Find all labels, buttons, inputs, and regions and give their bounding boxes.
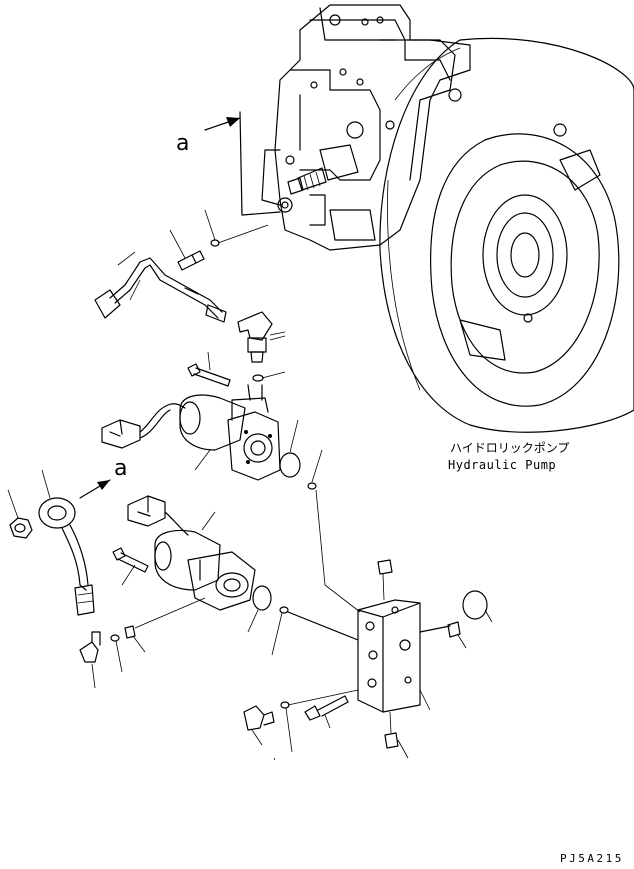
o-ring-top xyxy=(204,209,269,247)
drawing-code: PJ5A215 xyxy=(560,852,624,865)
bolt-upper xyxy=(187,351,231,387)
bolt-right xyxy=(419,621,467,649)
reference-a-top: a xyxy=(176,111,281,216)
plug-bottom xyxy=(384,711,409,759)
elbow-fitting xyxy=(237,311,286,363)
pump-label-japanese: ハイドロリックポンプ xyxy=(450,441,569,455)
o-ring-left-pair xyxy=(247,585,359,656)
leader-lines xyxy=(269,331,361,761)
plug-lower-left xyxy=(124,597,206,653)
ref-label-a-mid: a xyxy=(114,456,127,481)
manifold-block xyxy=(357,599,431,713)
o-ring-large xyxy=(279,419,301,478)
ring-terminal xyxy=(38,469,95,616)
solenoid-valve-upper xyxy=(101,384,281,481)
elbow-fitting-small xyxy=(79,631,101,689)
bolt-lower xyxy=(112,547,149,586)
bolt-bottom xyxy=(304,695,349,729)
connector-fitting-bottom xyxy=(243,705,275,746)
o-ring-bottom xyxy=(280,689,359,753)
connector-fitting-top xyxy=(169,229,205,271)
nut xyxy=(7,489,33,539)
o-ring-mid xyxy=(307,449,323,490)
o-ring-lower-left xyxy=(110,634,123,673)
plug-top xyxy=(377,559,393,601)
o-ring-small xyxy=(252,371,286,382)
solenoid-valve-lower xyxy=(127,495,256,611)
hydraulic-pump xyxy=(261,4,634,433)
ref-label-a-top: a xyxy=(176,131,189,156)
pump-label-english: Hydraulic Pump xyxy=(448,458,556,472)
hose-upper xyxy=(94,251,227,323)
o-ring-right xyxy=(462,590,493,623)
reference-a-mid: a xyxy=(79,456,127,499)
